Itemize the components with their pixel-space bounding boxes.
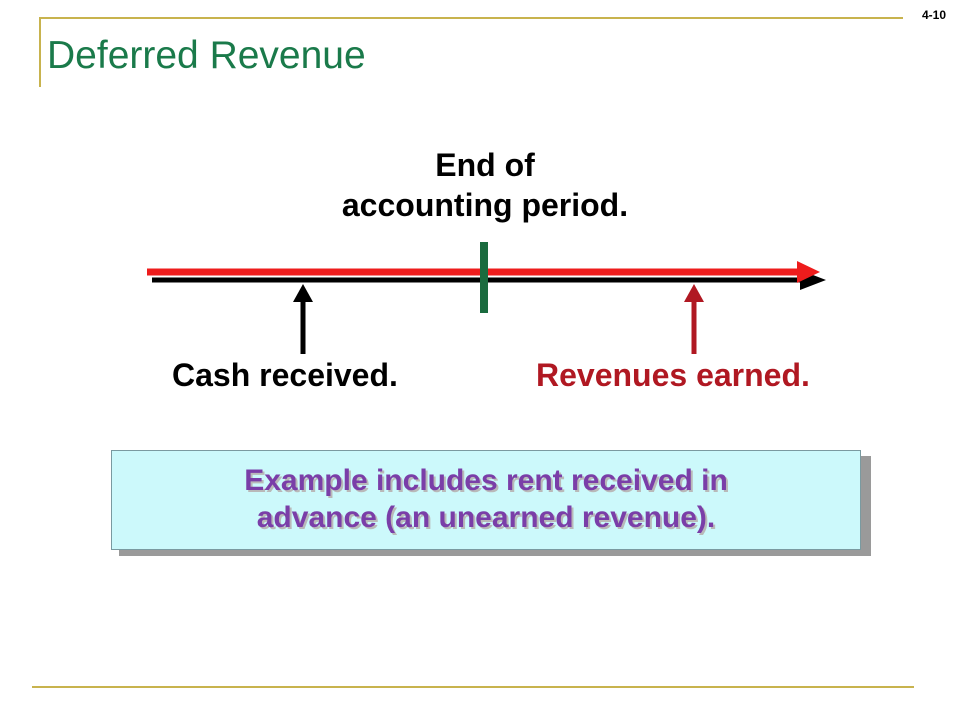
period-end-marker (480, 242, 488, 313)
frame-top-rule (40, 17, 903, 19)
revenues-earned-arrowhead (684, 284, 704, 302)
revenues-earned-label: Revenues earned. (536, 357, 810, 393)
slide-title: Deferred Revenue (47, 34, 366, 77)
slide-number: 4-10 (921, 8, 946, 22)
cash-received-label: Cash received. (172, 357, 398, 393)
frame-left-rule (39, 17, 41, 87)
timeline-arrowhead (797, 261, 820, 283)
bottom-rule (32, 686, 914, 688)
cash-received-arrowhead (293, 284, 313, 302)
